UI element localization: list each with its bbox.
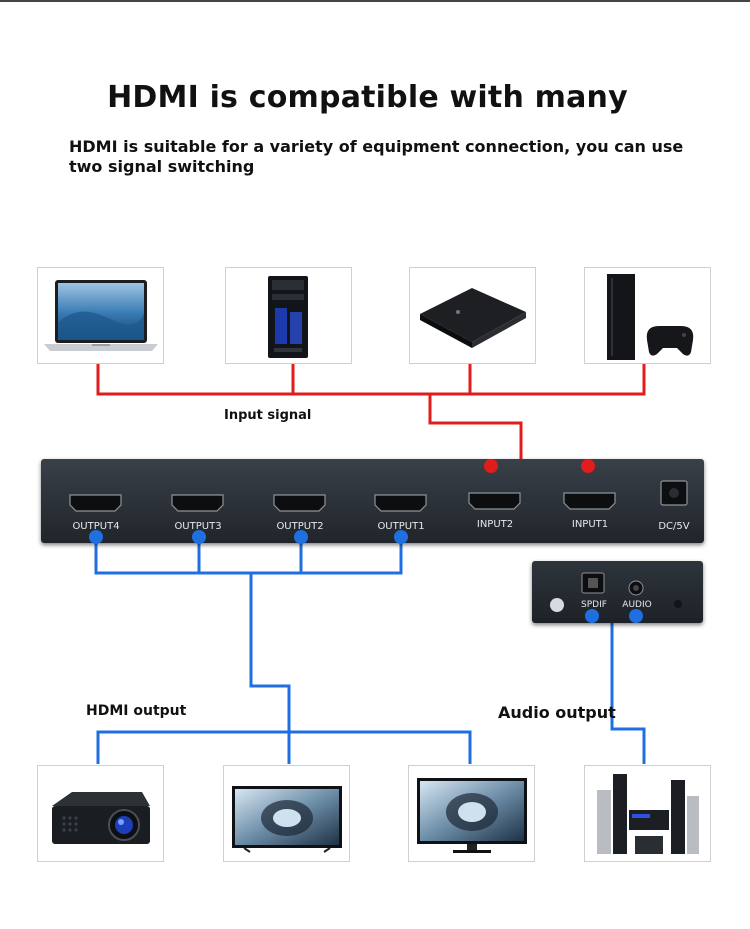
hdmi-switcher: OUTPUT4 OUTPUT3 OUTPUT2 OUTPUT1 INPUT2 I… — [41, 459, 704, 543]
display-bus-line — [96, 730, 472, 764]
laptop-card — [37, 267, 164, 364]
port-label-input1: INPUT1 — [571, 519, 609, 530]
port-label-input2: INPUT2 — [476, 519, 514, 530]
hdmi-port-input2 — [468, 492, 521, 510]
output3-dot — [192, 530, 206, 544]
spdif-dot — [585, 609, 599, 623]
input-bus-line — [96, 362, 646, 396]
output4-dot — [89, 530, 103, 544]
output-trunk-line — [249, 573, 291, 732]
tv-box-card — [409, 267, 536, 364]
power-button-icon — [550, 598, 564, 612]
audio-dot — [629, 609, 643, 623]
port-label-spdif: SPDIF — [581, 600, 607, 610]
input1-dot — [581, 459, 595, 473]
audio-extractor: SPDIF AUDIO — [532, 561, 703, 623]
page-subtitle: HDMI is suitable for a variety of equipm… — [69, 137, 684, 176]
hdmi-port-output1 — [374, 494, 427, 512]
tv-card — [223, 765, 350, 862]
input-signal-label: Input signal — [224, 408, 312, 423]
hdmi-port-output4 — [69, 494, 122, 512]
port-label-audio: AUDIO — [622, 600, 652, 610]
speaker-system-card — [584, 765, 711, 862]
speaker-system-icon — [597, 774, 699, 854]
input2-dot — [484, 459, 498, 473]
projector-card — [37, 765, 164, 862]
hdmi-ports-graphic — [69, 480, 688, 512]
port-label-dc: DC/5V — [658, 521, 690, 532]
laptop-icon — [44, 280, 158, 351]
output-bus-line — [94, 537, 403, 575]
hdmi-port-input1 — [563, 492, 616, 510]
input-feed-line — [428, 394, 523, 466]
port-label-output3: OUTPUT3 — [174, 521, 222, 532]
page-title: HDMI is compatible with many — [107, 80, 628, 115]
desktop-tower-card — [225, 267, 352, 364]
port-label-output4: OUTPUT4 — [72, 521, 120, 532]
hdmi-port-output2 — [273, 494, 326, 512]
monitor-icon — [417, 778, 527, 853]
tv-box-icon — [420, 288, 526, 348]
game-console-card — [584, 267, 711, 364]
output1-dot — [394, 530, 408, 544]
top-border — [0, 0, 750, 2]
monitor-card — [408, 765, 535, 862]
game-console-icon — [607, 274, 694, 360]
projector-icon — [52, 792, 150, 844]
hdmi-port-output3 — [171, 494, 224, 512]
audio-output-line — [610, 616, 646, 764]
port-label-output2: OUTPUT2 — [276, 521, 324, 532]
audio-ports-graphic — [550, 572, 682, 612]
tv-icon — [232, 786, 342, 853]
audio-output-label: Audio output — [498, 703, 616, 722]
port-label-output1: OUTPUT1 — [377, 521, 425, 532]
output2-dot — [294, 530, 308, 544]
hdmi-output-label: HDMI output — [86, 703, 187, 719]
desktop-tower-icon — [268, 276, 308, 358]
